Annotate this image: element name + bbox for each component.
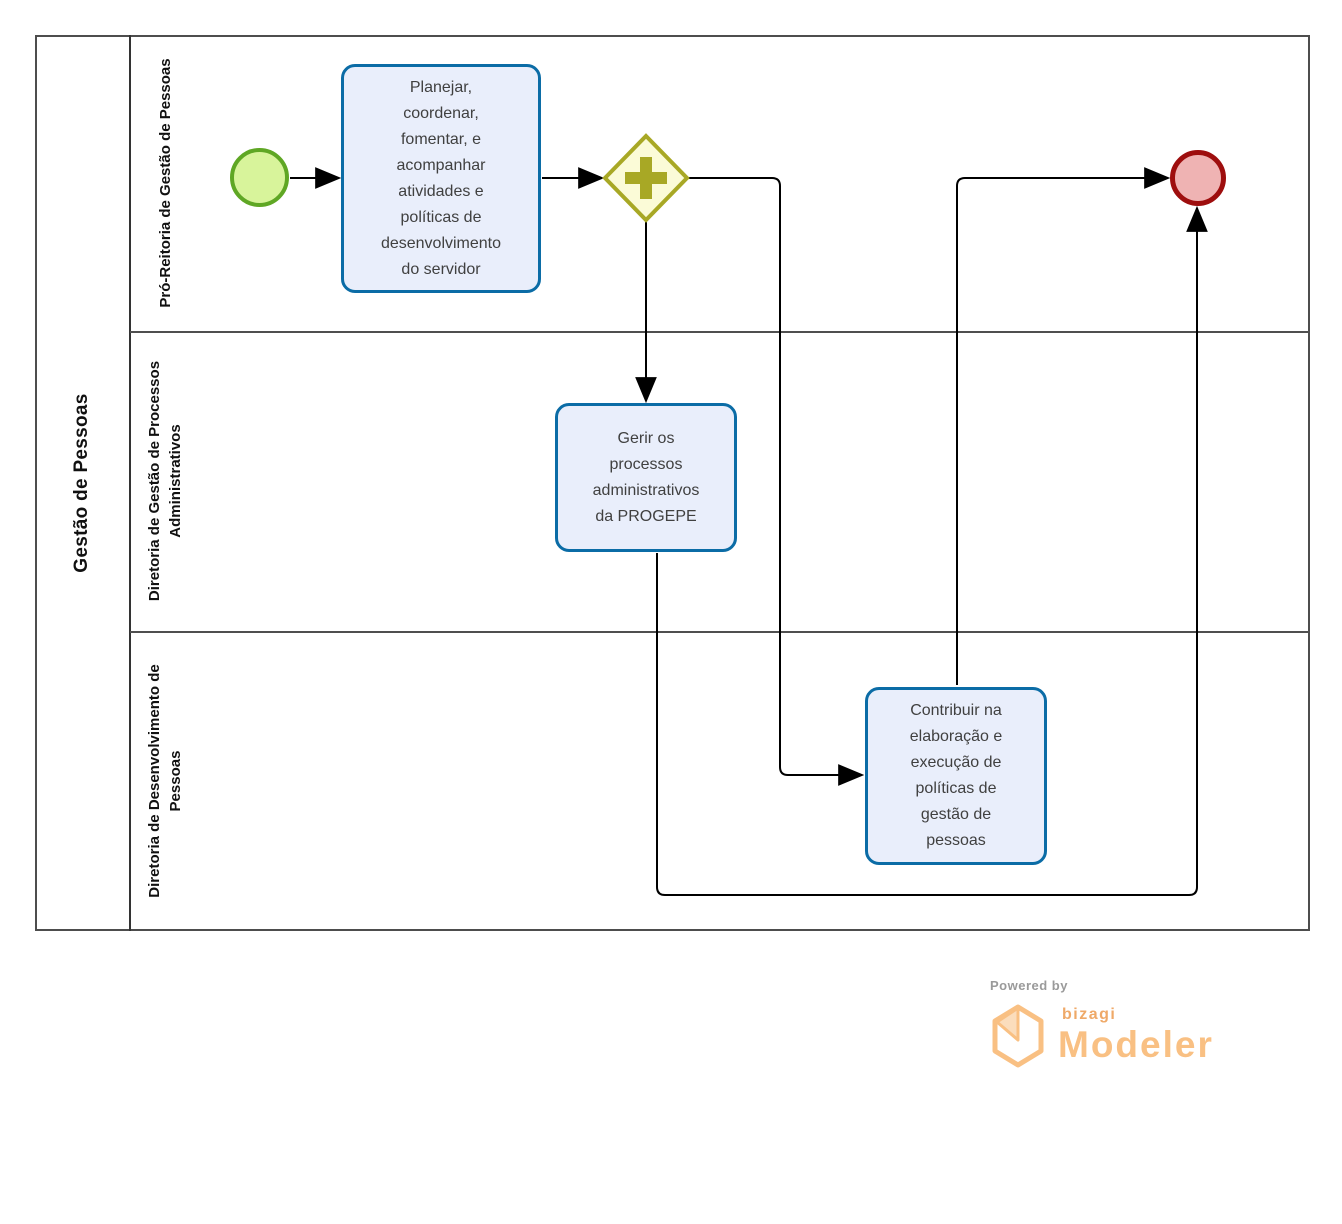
end-event — [1170, 150, 1226, 206]
lane-label-gestao-processos: Diretoria de Gestão de Processos Adminis… — [146, 360, 184, 602]
lane-divider-1 — [130, 331, 1310, 333]
task-planejar-coordenar: Planejar, coordenar, fomentar, e acompan… — [341, 64, 541, 293]
bizagi-logo-icon — [992, 1004, 1044, 1068]
task-text: Gerir os processos administrativos da PR… — [592, 429, 700, 525]
task-text: Planejar, coordenar, fomentar, e acompan… — [380, 78, 502, 278]
bizagi-branding: Powered by bizagi Modeler — [988, 976, 1248, 1076]
start-event — [230, 148, 289, 207]
lane-label-desenvolvimento: Diretoria de Desenvolvimento de Pessoas — [146, 664, 184, 898]
pool-title-divider — [129, 35, 131, 931]
lane-label-pro-reitoria: Pró-Reitoria de Gestão de Pessoas — [156, 58, 174, 308]
pool-title: Gestão de Pessoas — [71, 393, 92, 573]
task-text: Contribuir na elaboração e execução de p… — [909, 702, 1003, 849]
task-contribuir-politicas: Contribuir na elaboração e execução de p… — [865, 687, 1047, 865]
task-gerir-processos: Gerir os processos administrativos da PR… — [555, 403, 737, 552]
powered-by-label: Powered by — [990, 978, 1068, 993]
lane-divider-2 — [130, 631, 1310, 633]
bizagi-wordmark: bizagi — [1062, 1006, 1117, 1023]
modeler-wordmark: Modeler — [1058, 1024, 1214, 1065]
